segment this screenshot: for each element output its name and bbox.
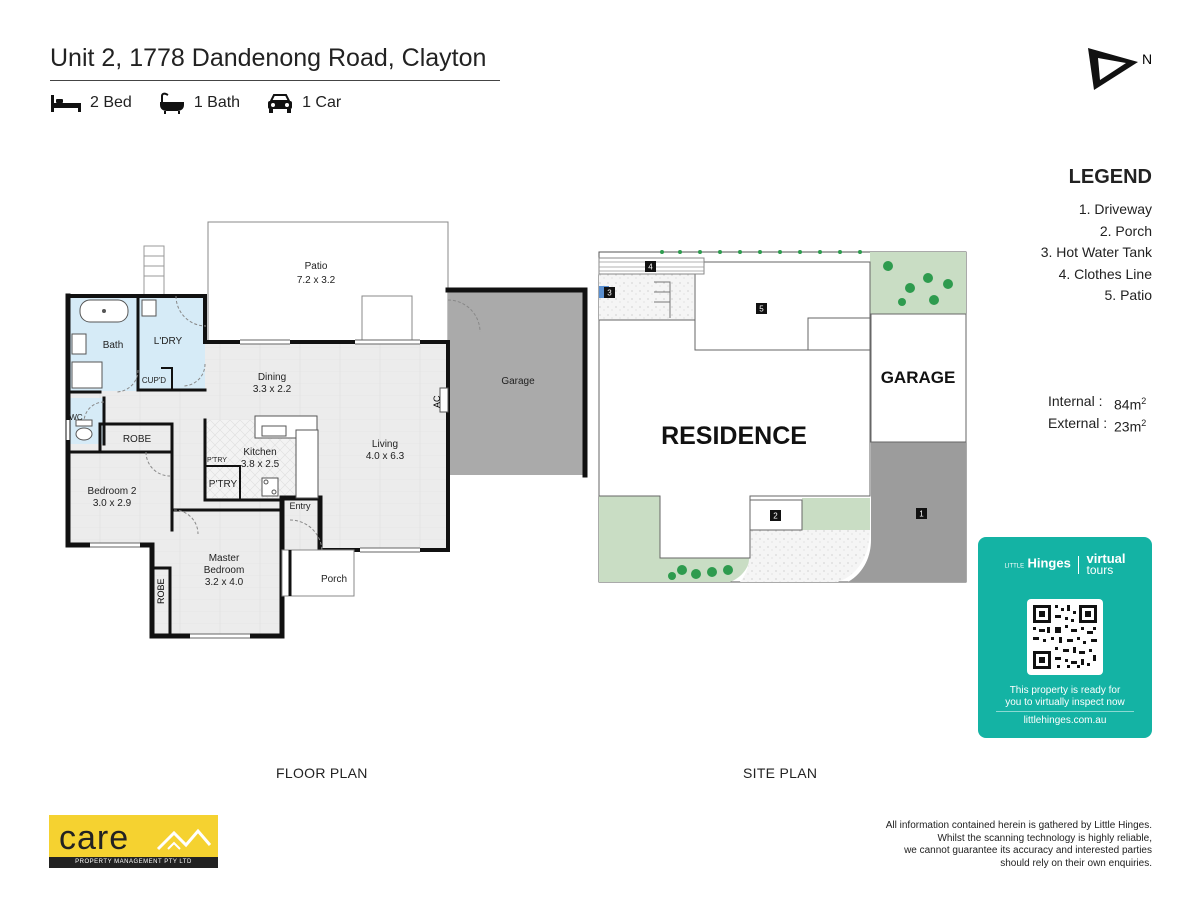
care-logo-tagline: PROPERTY MANAGEMENT PTY LTD (49, 857, 218, 868)
air-conditioner (439, 387, 449, 413)
room-label: Kitchen (243, 447, 276, 458)
bath-icon (159, 92, 184, 114)
legend: LEGEND 1. Driveway 2. Porch 3. Hot Water… (1041, 166, 1152, 307)
spec-car: 1 Car (266, 92, 341, 114)
car-icon (268, 94, 293, 113)
external-area-value: 23m2 (1114, 417, 1147, 435)
laundry-tub (141, 299, 157, 317)
room-label: P'TRY (207, 457, 227, 464)
care-logo: care PROPERTY MANAGEMENT PTY LTD (49, 815, 218, 868)
area-summary: Internal : 84m2 External : 23m2 (1048, 392, 1146, 435)
room-dim: 3.3 x 2.2 (253, 384, 292, 395)
spec-bed-label: 2 Bed (90, 94, 132, 111)
site-markers: 1 2 3 4 5 (604, 261, 927, 521)
room-label: Patio (305, 261, 328, 272)
porch-area (281, 549, 355, 597)
toilet (75, 427, 93, 441)
spec-car-label: 1 Car (302, 94, 342, 111)
north-label: N (1142, 51, 1152, 67)
floor-plan-walls (65, 287, 588, 639)
title-divider (50, 80, 500, 81)
property-specs: 2 Bed 1 Bath 1 Car (50, 92, 367, 114)
garage-floor (448, 290, 585, 475)
marker-hot-water: 3 (607, 289, 612, 298)
legend-item: 2. Porch (1099, 222, 1152, 239)
room-dim: 4.0 x 6.3 (366, 451, 405, 462)
marker-driveway: 1 (919, 510, 924, 519)
spec-bath: 1 Bath (158, 92, 240, 114)
garage-label: GARAGE (881, 368, 956, 387)
ac-label: AC (432, 395, 442, 408)
card-divider (996, 711, 1134, 712)
legend-item: 3. Hot Water Tank (1040, 244, 1152, 260)
qr-code-icon[interactable] (1027, 599, 1103, 675)
disclaimer: All information contained herein is gath… (885, 820, 1152, 869)
internal-area-value: 84m2 (1114, 396, 1147, 413)
room-label: L'DRY (154, 336, 183, 347)
legend-item: 5. Patio (1104, 287, 1152, 303)
room-label: Master (209, 553, 240, 564)
external-area-label: External : (1048, 414, 1108, 431)
spec-bed: 2 Bed (50, 93, 132, 113)
virtual-tour-link[interactable]: littlehinges.com.au (1023, 715, 1107, 726)
marker-clothes-line: 4 (648, 263, 653, 272)
driveway (848, 442, 966, 582)
lawn-area (599, 496, 750, 582)
spec-bath-label: 1 Bath (193, 94, 241, 111)
floor-plan-caption: FLOOR PLAN (276, 765, 368, 781)
shrubs (660, 250, 953, 580)
lawn-area (802, 498, 870, 530)
cooktop (261, 477, 279, 497)
legend-title: LEGEND (1068, 166, 1152, 188)
floor-plan: Patio 7.2 x 3.2 Bath L'DRY CUP'D WC ROBE… (65, 221, 588, 639)
north-arrow-icon: N (1088, 48, 1152, 90)
residence-label: RESIDENCE (661, 422, 807, 450)
room-label: Living (372, 439, 398, 450)
kitchen-island (295, 429, 319, 499)
room-label: Dining (258, 372, 286, 383)
marker-patio: 5 (759, 305, 764, 314)
room-label: Bedroom (204, 565, 245, 576)
vanity (71, 333, 87, 355)
room-label: Garage (501, 376, 535, 387)
legend-item: 1. Driveway (1078, 201, 1152, 217)
room-dim: 3.2 x 4.0 (205, 577, 244, 588)
room-label: CUP'D (142, 376, 166, 385)
room-label: Bedroom 2 (88, 486, 137, 497)
room-label: ROBE (123, 434, 152, 445)
room-label: Bath (103, 340, 124, 351)
legend-item: 4. Clothes Line (1058, 265, 1152, 282)
site-plan-caption: SITE PLAN (743, 765, 818, 781)
internal-area-label: Internal : (1048, 393, 1103, 409)
site-garage (870, 313, 967, 443)
room-dim: 7.2 x 3.2 (297, 275, 336, 286)
room-label: P'TRY (209, 479, 238, 490)
care-logo-word: care (59, 819, 130, 857)
site-plan: RESIDENCE GARAGE 1 2 3 4 5 (598, 250, 967, 583)
property-title: Unit 2, 1778 Dandenong Road, Clayton (50, 44, 487, 72)
bed-icon (51, 95, 81, 112)
shower (71, 361, 103, 389)
roof-icon (156, 828, 212, 851)
room-label: WC (69, 413, 83, 422)
room-dim: 3.8 x 2.5 (241, 459, 280, 470)
room-label: Porch (321, 574, 347, 585)
room-dim: 3.0 x 2.9 (93, 498, 132, 509)
room-label: ROBE (156, 578, 166, 604)
marker-porch: 2 (773, 512, 778, 521)
room-label: Entry (289, 501, 311, 511)
